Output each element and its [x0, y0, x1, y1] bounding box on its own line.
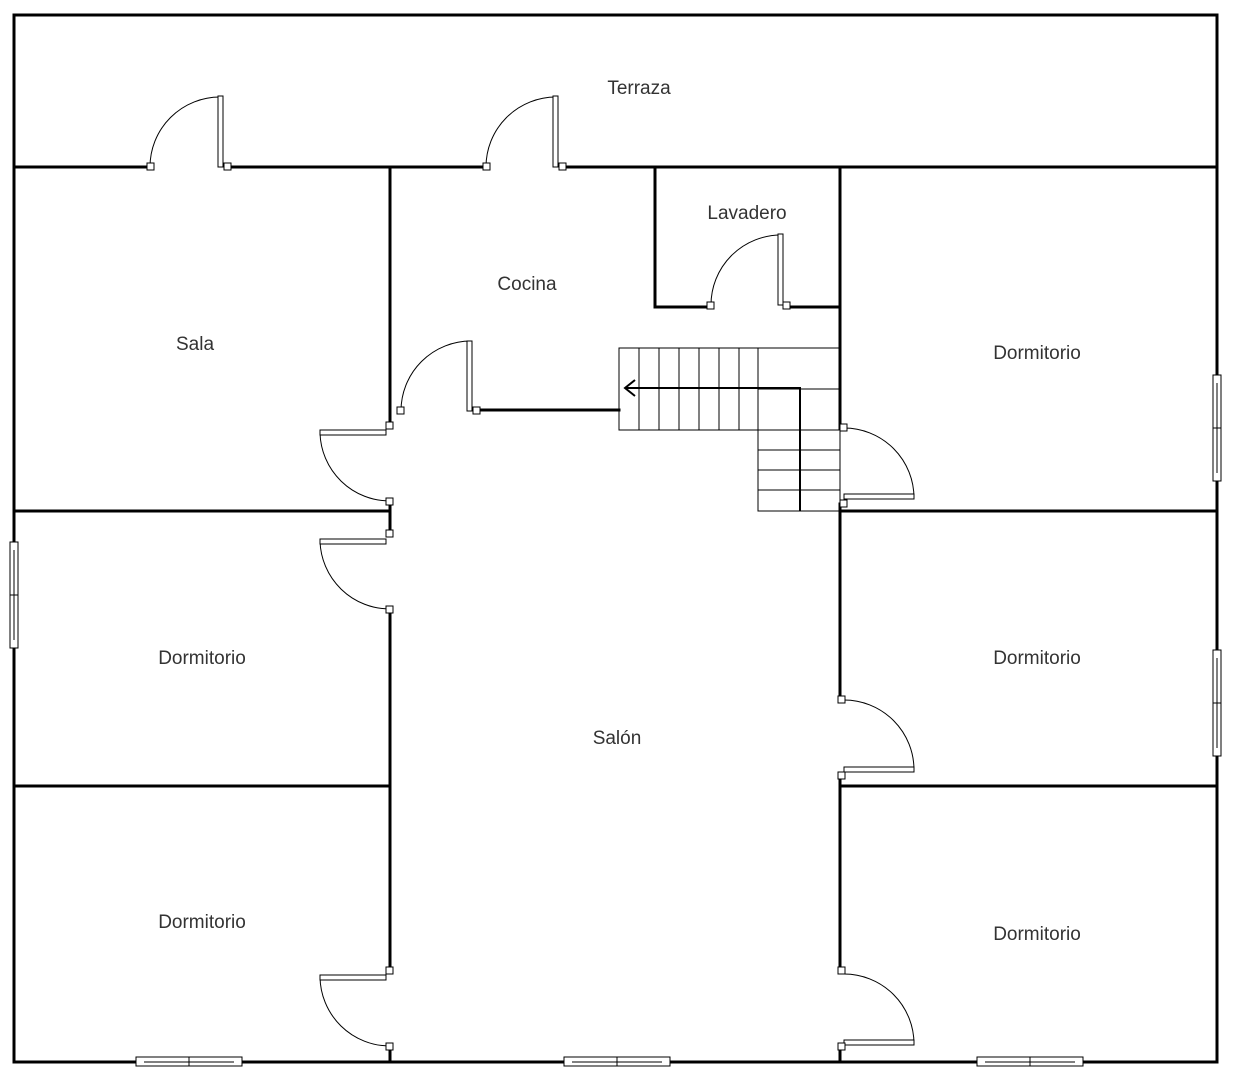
window-south-3: [976, 1056, 1084, 1067]
door-dormitorio-ne: [839, 423, 915, 508]
door-terrace-cocina: [482, 95, 567, 171]
room-label-sala: Sala: [176, 334, 214, 355]
room-label-terraza: Terraza: [607, 78, 671, 99]
room-label-dormitorio-sw: Dormitorio: [158, 912, 246, 933]
window-south-2: [563, 1056, 671, 1067]
door-dormitorio-e: [837, 695, 915, 780]
room-label-dormitorio-se: Dormitorio: [993, 924, 1081, 945]
room-label-cocina: Cocina: [497, 274, 557, 295]
stair-arrowhead-icon: [623, 379, 636, 397]
door-sala: [319, 421, 394, 506]
staircase: [618, 347, 841, 512]
door-dormitorio-w: [319, 529, 394, 614]
door-dormitorio-sw: [319, 966, 394, 1051]
window-east-1: [1212, 374, 1222, 482]
window-south-1: [135, 1056, 243, 1067]
room-label-dormitorio-w: Dormitorio: [158, 648, 246, 669]
door-cocina: [396, 340, 481, 415]
room-label-dormitorio-e: Dormitorio: [993, 648, 1081, 669]
door-lavadero: [706, 233, 791, 310]
room-label-lavadero: Lavadero: [707, 203, 786, 224]
outer-wall: [12, 13, 1219, 1064]
room-label-dormitorio-ne: Dormitorio: [993, 343, 1081, 364]
window-west: [9, 541, 19, 649]
stair-direction-arrow: [625, 387, 801, 511]
window-east-2: [1212, 649, 1222, 757]
door-terrace-sala: [146, 95, 232, 171]
room-label-salon: Salón: [593, 728, 642, 749]
door-dormitorio-se: [837, 966, 915, 1051]
